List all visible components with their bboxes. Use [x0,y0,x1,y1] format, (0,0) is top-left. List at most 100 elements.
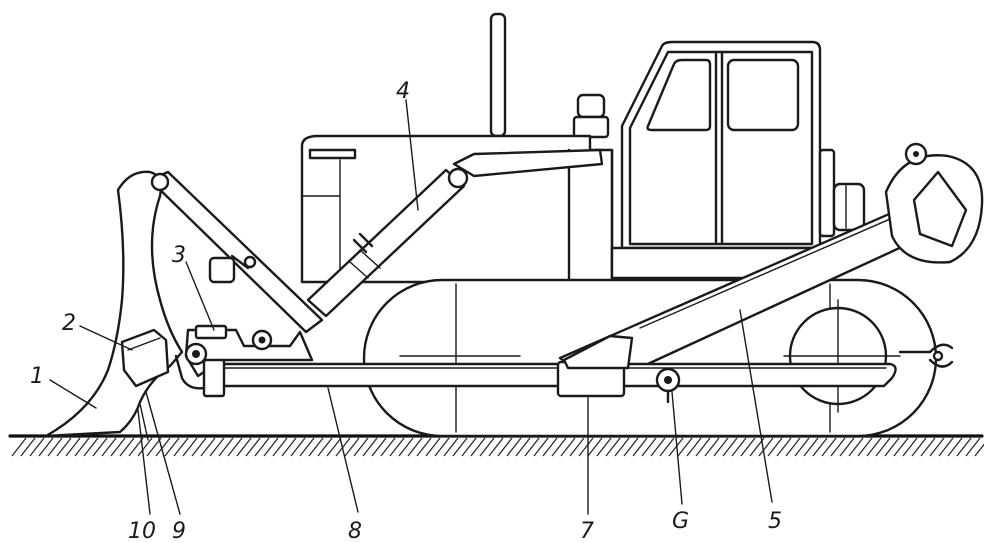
hatch-stroke [884,437,900,457]
hatch-stroke [83,437,99,457]
hatch-stroke [110,437,126,457]
hatch-stroke [596,437,612,457]
tow-hook [898,343,954,368]
hatch-stroke [740,437,756,457]
hatch-stroke [569,437,585,457]
hatch-stroke [245,437,261,457]
hatch-stroke [281,437,297,457]
hatch-stroke [659,437,675,457]
rear-winch [884,142,984,264]
hatch-stroke [137,437,153,457]
hatch-stroke [272,437,288,457]
hatch-stroke [686,437,702,457]
hatch-stroke [929,437,945,457]
operator-cabin [620,40,866,250]
hatch-stroke [641,437,657,457]
hatch-stroke [668,437,684,457]
hatch-stroke [623,437,639,457]
hatch-stroke [515,437,531,457]
hatch-stroke [677,437,693,457]
hatch-stroke [173,437,189,457]
hatch-stroke [443,437,459,457]
hatch-stroke [290,437,306,457]
callout-9: 9 [172,519,186,543]
hatch-stroke [587,437,603,457]
hatch-stroke [146,437,162,457]
hatch-stroke [920,437,936,457]
hatch-stroke [218,437,234,457]
callout-6: G [672,509,689,534]
hatch-stroke [767,437,783,457]
hatch-stroke [812,437,828,457]
hatch-stroke [425,437,441,457]
hatch-stroke [785,437,801,457]
callout-10: 10 [128,519,156,543]
hatch-stroke [20,437,36,457]
main-frame-beam [208,334,897,398]
ground [8,434,984,457]
hatch-stroke [704,437,720,457]
callout-4: 4 [396,79,410,104]
hatch-stroke [497,437,513,457]
hatch-stroke [533,437,549,457]
hatch-stroke [461,437,477,457]
hatch-stroke [92,437,108,457]
hatch-stroke [470,437,486,457]
pin-joint-6 [655,367,681,404]
hatch-stroke [38,437,54,457]
hatch-stroke [371,437,387,457]
hatch-stroke [524,437,540,457]
hatch-stroke [65,437,81,457]
hatch-stroke [911,437,927,457]
hatch-stroke [875,437,891,457]
hatch-stroke [308,437,324,457]
hatch-stroke [794,437,810,457]
hatch-stroke [731,437,747,457]
callout-2: 2 [62,311,76,336]
hatch-stroke [632,437,648,457]
hatch-stroke [56,437,72,457]
hatch-stroke [893,437,909,457]
hatch-stroke [326,437,342,457]
ripper-pivot [174,342,208,390]
hatch-stroke [74,437,90,457]
hatch-stroke [11,437,27,457]
tooth-holder [120,328,170,388]
hatch-stroke [803,437,819,457]
hatch-stroke [47,437,63,457]
hatch-stroke [344,437,360,457]
hatch-stroke [938,437,954,457]
hatch-stroke [434,437,450,457]
hatch-stroke [119,437,135,457]
hatch-stroke [560,437,576,457]
hatch-stroke [902,437,918,457]
hatch-stroke [389,437,405,457]
callout-7: 7 [580,519,594,543]
hatch-stroke [488,437,504,457]
hydraulic-cylinder [306,148,604,318]
hatch-stroke [416,437,432,457]
hatch-stroke [956,437,972,457]
hatch-stroke [578,437,594,457]
hatch-stroke [317,437,333,457]
hatch-stroke [407,437,423,457]
hatch-stroke [200,437,216,457]
hatch-stroke [191,437,207,457]
hatch-stroke [128,437,144,457]
leader-lines [49,99,773,515]
hatch-stroke [713,437,729,457]
hatch-stroke [965,437,981,457]
hatch-stroke [479,437,495,457]
hatch-stroke [335,437,351,457]
hatch-stroke [605,437,621,457]
ground-hatching [11,437,984,457]
callout-8: 8 [348,519,362,543]
hatch-stroke [506,437,522,457]
hatch-stroke [695,437,711,457]
hatch-stroke [866,437,882,457]
hatch-stroke [101,437,117,457]
callout-5: 5 [768,509,782,534]
hatch-stroke [155,437,171,457]
hatch-stroke [776,437,792,457]
